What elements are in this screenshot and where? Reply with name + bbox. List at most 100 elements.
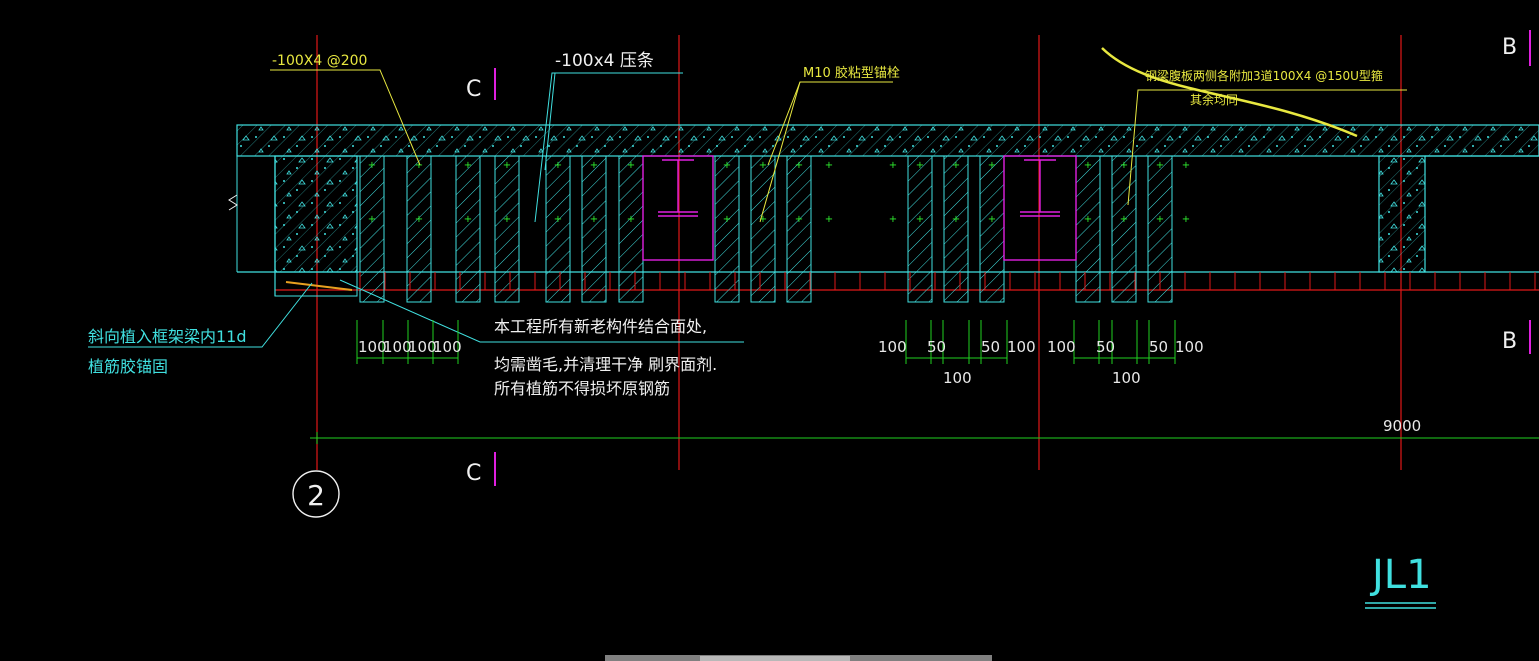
label-anchor-bolt: M10 胶粘型锚栓 [803,65,900,81]
scrollbar-thumb[interactable] [700,656,850,661]
steel-strap-13 [979,155,1005,303]
anchor-bolt-mark: + [889,214,897,225]
dim-left-3: 100 [408,338,437,356]
anchor-bolt-mark: + [368,214,376,225]
anchor-bolt-mark: + [554,160,562,171]
anchor-bolt-mark: + [590,214,598,225]
label-note-2: 均需凿毛,并清理干净 刷界面剂. [494,355,717,374]
dim-right-total: 100 [1112,369,1141,387]
existing-beam-section [228,155,358,297]
bottom-rebar-ticks [359,272,1536,290]
anchor-bolt-mark: + [916,214,924,225]
anchor-bolt-mark: + [1120,214,1128,225]
anchor-bolt-mark: + [415,214,423,225]
drawing-title: JL1 [1365,552,1436,609]
annotations: -100X4 @200 -100x4 压条 M10 胶粘型锚栓 钢梁腹板两侧各附… [88,51,1383,398]
dim-mid-1: 100 [878,338,907,356]
anchor-bolt-mark: + [503,160,511,171]
steel-strap-2 [406,155,432,303]
dim-mid-2: 50 [927,338,946,356]
steel-straps: + + + + + + + + + + + + + + + + + + + + + + + + + + + + + + + + + + + + + + [359,155,1190,303]
anchor-bolt-mark: + [825,214,833,225]
dim-right-4: 100 [1175,338,1204,356]
dim-left-1: 100 [358,338,387,356]
label-rebar-1: 斜向植入框架梁内11d [88,327,247,346]
anchor-bolt-mark: + [795,214,803,225]
anchor-bolt-mark: + [503,214,511,225]
concrete-slab [236,124,1539,296]
anchor-bolt-mark: + [590,160,598,171]
anchor-bolt-mark: + [723,160,731,171]
anchor-bolt-mark: + [554,214,562,225]
label-strap-spacing: -100X4 @200 [272,53,367,69]
steel-ibeam-right [1003,155,1077,261]
dim-mid-total: 100 [943,369,972,387]
drawing-title-text: JL1 [1369,552,1432,598]
right-column [1378,155,1539,273]
horizontal-scrollbar[interactable] [605,655,992,661]
dimension-lines [310,320,1539,444]
dim-mid-4: 100 [1007,338,1036,356]
section-mark-c-mid: C [466,461,481,486]
dim-mid-3: 50 [981,338,1000,356]
anchor-bolt-mark: + [916,160,924,171]
steel-strap-1 [359,155,385,303]
section-mark-c-top: C [466,77,481,102]
anchor-bolt-mark: + [464,214,472,225]
axis-bubble-2: 2 [292,470,340,518]
section-marks: C B C B [466,30,1531,486]
grid-lines [275,35,1539,470]
steel-strap-15 [1111,155,1137,303]
anchor-bolt-mark: + [464,160,472,171]
dim-right-3: 50 [1149,338,1168,356]
anchor-bolt-mark: + [627,160,635,171]
dimension-texts: 100 100 100 100 100 50 50 100 100 100 50… [358,338,1421,435]
steel-strap-11 [907,155,933,303]
anchor-bolt-mark: + [1084,214,1092,225]
anchor-bolt-mark: + [1182,160,1190,171]
section-mark-b-bottom: B [1502,329,1517,354]
section-mark-b-top: B [1502,35,1517,60]
steel-strap-10 [786,155,812,303]
dim-right-1: 100 [1047,338,1076,356]
steel-strap-6 [581,155,607,303]
anchor-bolt-mark: + [825,160,833,171]
steel-strap-7 [618,155,644,303]
anchor-bolt-mark: + [759,214,767,225]
steel-strap-14 [1075,155,1101,303]
steel-strap-9 [750,155,776,303]
anchor-bolt-mark: + [988,160,996,171]
anchor-bolt-mark: + [1084,160,1092,171]
steel-ibeam-left [642,155,714,261]
axis-number: 2 [307,479,325,512]
anchor-bolt-mark: + [723,214,731,225]
anchor-bolt-mark: + [1182,214,1190,225]
label-note-3: 所有植筋不得损坏原钢筋 [494,379,670,398]
anchor-bolt-mark: + [889,160,897,171]
label-rebar-2: 植筋胶锚固 [88,357,168,376]
leader-lines [88,47,1407,348]
anchor-bolt-mark: + [795,160,803,171]
anchor-bolt-mark: + [1120,160,1128,171]
steel-strap-4 [494,155,520,303]
label-note-1: 本工程所有新老构件结合面处, [494,317,707,336]
dim-left-2: 100 [383,338,412,356]
steel-strap-12 [943,155,969,303]
steel-strap-5 [545,155,571,303]
label-u-hoop-1: 钢梁腹板两侧各附加3道100X4 @150U型箍 [1145,68,1383,83]
anchor-bolt-mark: + [627,214,635,225]
dim-left-4: 100 [433,338,462,356]
anchor-bolt-mark: + [1156,160,1164,171]
label-u-hoop-2: 其余均同 [1190,92,1238,107]
anchor-bolt-mark: + [988,214,996,225]
anchor-bolt-mark: + [1156,214,1164,225]
anchor-bolt-mark: + [952,160,960,171]
anchor-bolt-mark: + [368,160,376,171]
dim-span: 9000 [1383,417,1421,435]
anchor-bolt-mark: + [952,214,960,225]
label-press-strip: -100x4 压条 [555,51,654,71]
anchor-bolt-mark: + [759,160,767,171]
anchor-bolt-mark: + [415,160,423,171]
dim-right-2: 50 [1096,338,1115,356]
